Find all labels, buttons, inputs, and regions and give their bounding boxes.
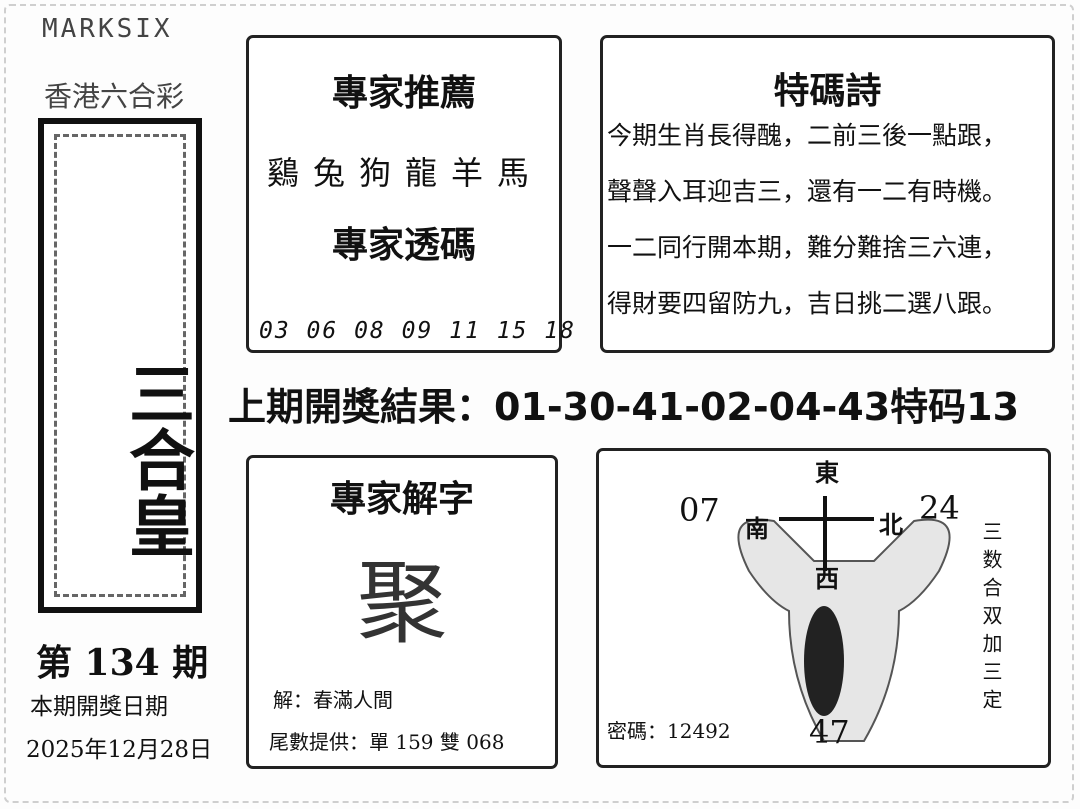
issue-number: 第 134 期: [36, 642, 209, 684]
compass-south: 南: [745, 514, 769, 543]
decode-title: 專家解字: [329, 478, 474, 520]
brand-name: MARKSIX: [42, 14, 173, 44]
recommend-zodiacs: 鷄兔狗龍羊馬: [267, 154, 544, 192]
compass-right-number: 24: [919, 489, 960, 527]
recommend-box: 專家推薦 鷄兔狗龍羊馬 專家透碼 03 06 08 09 11 15 18: [246, 35, 574, 353]
compass-left-number: 07: [679, 491, 720, 529]
compass-bottom-number: 47: [809, 713, 850, 751]
tail-label: 尾數提供：: [269, 730, 369, 754]
compass-side-text: 三数合双加三定: [979, 521, 1003, 717]
draw-date: 2025年12月28日: [26, 737, 213, 763]
poem-box: 特碼詩 今期生肖長得醜，二前三後一點跟， 聲聲入耳迎吉三，還有一二有時機。 一二…: [600, 35, 1055, 353]
poem-line: 聲聲入耳迎吉三，還有一二有時機。: [607, 177, 1008, 206]
poem-title: 特碼詩: [773, 70, 882, 112]
compass-west: 西: [815, 564, 839, 593]
compass-east: 東: [815, 458, 839, 487]
secret-code-label: 密碼：: [607, 719, 667, 743]
poem-line: 今期生肖長得醜，二前三後一點跟，: [607, 121, 1008, 150]
secret-code-value: 12492: [667, 719, 731, 743]
outer-frame: [4, 4, 1074, 803]
draw-date-label: 本期開獎日期: [30, 694, 168, 720]
reveal-numbers: 03 06 08 09 11 15 18: [259, 318, 576, 344]
compass-north: 北: [879, 510, 903, 539]
last-result-label: 上期開獎結果：: [228, 385, 495, 429]
poem-line: 一二同行開本期，難分難捨三六連，: [607, 233, 1008, 262]
skull-illustration: [737, 496, 951, 742]
tail-numbers: 尾數提供：單 159 雙 068: [269, 726, 504, 755]
poem-lines: 今期生肖長得醜，二前三後一點跟， 聲聲入耳迎吉三，還有一二有時機。 一二同行開本…: [607, 108, 1007, 332]
reveal-title: 專家透碼: [331, 224, 476, 266]
brand-subtitle: 香港六合彩: [44, 80, 185, 113]
tail-text: 單 159 雙 068: [369, 730, 505, 754]
title-banner: 三合皇: [38, 118, 202, 613]
decode-explain: 解：春滿人間: [273, 684, 393, 713]
banner-decorative-border: [54, 134, 186, 597]
banner-title: 三合皇: [118, 360, 196, 558]
compass-box: 東 南 北 西 07 24 47 三数合双加三定 密碼：12492: [596, 448, 1051, 768]
last-result-numbers: 01-30-41-02-04-43特码13: [494, 385, 1020, 429]
poem-line: 得財要四留防九，吉日挑二選八跟。: [607, 289, 1008, 318]
decode-character: 聚: [357, 551, 447, 656]
recommend-title: 專家推薦: [331, 72, 476, 114]
decode-box: 專家解字 聚 解：春滿人間 尾數提供：單 159 雙 068: [246, 455, 558, 769]
decode-explain-text: 春滿人間: [313, 688, 393, 712]
secret-code: 密碼：12492: [607, 715, 731, 744]
decode-explain-label: 解：: [273, 688, 313, 712]
last-result: 上期開獎結果：01-30-41-02-04-43特码13: [228, 376, 1019, 431]
